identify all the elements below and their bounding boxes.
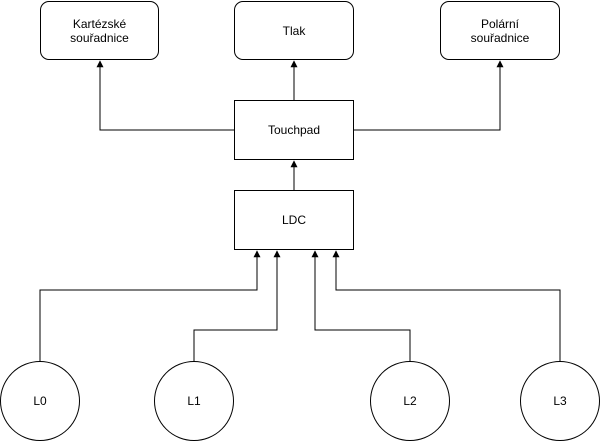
node-ldc-label: LDC — [281, 213, 306, 227]
node-ldc: LDC — [234, 190, 354, 250]
node-coil-l1: L1 — [154, 361, 234, 441]
node-coil-l1-label: L1 — [187, 394, 201, 408]
edge-l1-to-ldc — [193, 250, 281, 361]
edge-touchpad-to-cartesian — [96, 60, 234, 131]
edge-touchpad-to-polar — [354, 60, 504, 131]
node-pressure-label: Tlak — [282, 23, 306, 38]
node-touchpad: Touchpad — [234, 100, 354, 160]
edge-l2-to-ldc — [311, 250, 411, 361]
node-pressure: Tlak — [234, 1, 354, 60]
edge-l3-to-ldc — [332, 250, 561, 361]
node-coil-l3-label: L3 — [553, 394, 567, 408]
node-coil-l3: L3 — [520, 361, 600, 441]
node-touchpad-label: Touchpad — [267, 123, 321, 137]
node-polar-coordinates: Polární souřadnice — [440, 1, 560, 60]
node-coil-l2-label: L2 — [403, 394, 417, 408]
node-cartesian-coordinates: Kartézské souřadnice — [40, 1, 159, 60]
node-coil-l0-label: L0 — [33, 394, 47, 408]
node-coil-l0: L0 — [0, 361, 80, 441]
node-polar-label: Polární souřadnice — [470, 16, 530, 45]
node-cartesian-label: Kartézské souřadnice — [70, 16, 129, 45]
edge-l0-to-ldc — [39, 250, 261, 361]
node-coil-l2: L2 — [370, 361, 450, 441]
